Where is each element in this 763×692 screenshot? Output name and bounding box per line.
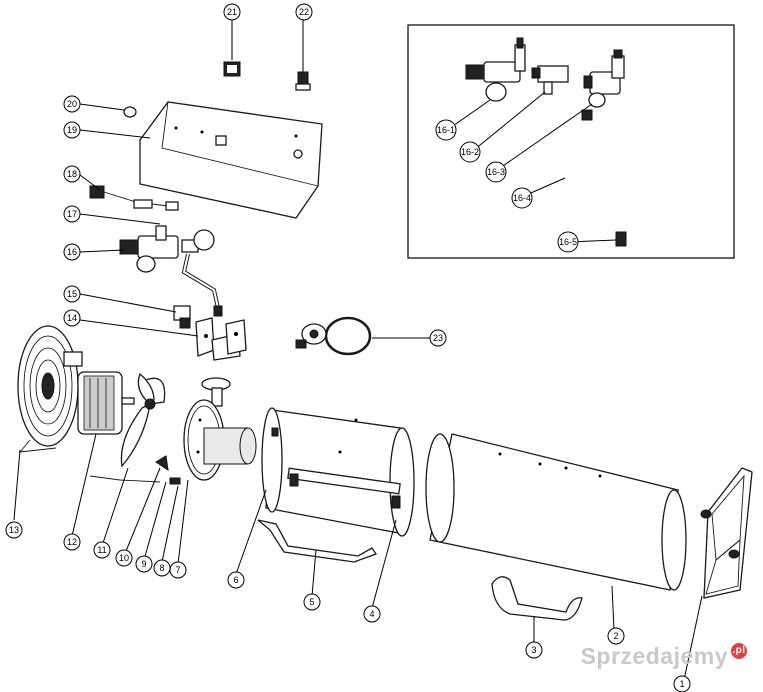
valve-detail-inset bbox=[407, 24, 735, 259]
svg-text:16: 16 bbox=[67, 247, 77, 257]
svg-text:16-4: 16-4 bbox=[513, 193, 531, 203]
svg-text:8: 8 bbox=[159, 563, 164, 573]
callout-10: 10 bbox=[115, 549, 133, 567]
connector-part-16-2 bbox=[531, 65, 569, 95]
svg-text:19: 19 bbox=[67, 125, 77, 135]
svg-text:10: 10 bbox=[119, 553, 129, 563]
handle-part-3 bbox=[491, 576, 583, 621]
svg-text:21: 21 bbox=[227, 7, 237, 17]
svg-text:3: 3 bbox=[531, 645, 536, 655]
callout-13: 13 bbox=[5, 521, 23, 539]
svg-text:4: 4 bbox=[369, 609, 374, 619]
callout-16: 16 bbox=[63, 243, 81, 261]
knob-part-22 bbox=[295, 20, 311, 91]
callout-11: 11 bbox=[93, 541, 111, 559]
fan-blade-part-11 bbox=[120, 372, 166, 468]
motor-part-12 bbox=[77, 371, 135, 435]
svg-text:16-5: 16-5 bbox=[559, 237, 577, 247]
clip-part-10 bbox=[155, 455, 169, 472]
svg-text:16-2: 16-2 bbox=[461, 147, 479, 157]
callout-16-4: 16-4 bbox=[511, 187, 533, 209]
callout-16-3: 16-3 bbox=[485, 161, 507, 183]
callout-16-5: 16-5 bbox=[557, 231, 579, 253]
callout-21: 21 bbox=[223, 3, 241, 21]
svg-text:22: 22 bbox=[299, 7, 309, 17]
gas-tube-16-4 bbox=[557, 109, 622, 233]
watermark: Sprzedajemy.pl bbox=[581, 643, 747, 670]
screw-part-8 bbox=[169, 477, 181, 485]
switch-part-21 bbox=[223, 20, 241, 77]
gas-regulator-part-23 bbox=[295, 316, 372, 356]
wire-part-9 bbox=[89, 475, 161, 483]
callout-16-2: 16-2 bbox=[459, 141, 481, 163]
svg-text:18: 18 bbox=[67, 169, 77, 179]
watermark-text: Sprzedajemy bbox=[580, 643, 728, 669]
inner-cylinder-part-4 bbox=[261, 407, 415, 537]
svg-text:1: 1 bbox=[679, 679, 684, 689]
svg-text:23: 23 bbox=[433, 333, 443, 343]
thermocouple-part-18 bbox=[89, 185, 179, 211]
callout-15: 15 bbox=[63, 285, 81, 303]
burner-part-7 bbox=[183, 377, 257, 481]
callout-12: 12 bbox=[63, 533, 81, 551]
svg-text:16-1: 16-1 bbox=[437, 125, 455, 135]
cap-part-20 bbox=[123, 106, 137, 118]
callout-19: 19 bbox=[63, 121, 81, 139]
valve-part-16-1 bbox=[465, 37, 526, 102]
callout-17: 17 bbox=[63, 205, 81, 223]
fan-guard-part-13 bbox=[17, 325, 83, 453]
bracket-part-15 bbox=[173, 305, 191, 329]
outer-shell-part-2 bbox=[425, 433, 687, 591]
callout-6: 6 bbox=[227, 571, 245, 589]
callout-1: 1 bbox=[673, 675, 691, 692]
stand-part-5 bbox=[257, 519, 377, 563]
svg-text:13: 13 bbox=[9, 525, 19, 535]
svg-text:16-3: 16-3 bbox=[487, 167, 505, 177]
svg-text:17: 17 bbox=[67, 209, 77, 219]
svg-text:7: 7 bbox=[175, 565, 180, 575]
svg-text:20: 20 bbox=[67, 99, 77, 109]
callout-22: 22 bbox=[295, 3, 313, 21]
callout-7: 7 bbox=[169, 561, 187, 579]
svg-text:14: 14 bbox=[67, 313, 77, 323]
motor-mount-part-14 bbox=[195, 317, 247, 361]
callout-20: 20 bbox=[63, 95, 81, 113]
callout-2: 2 bbox=[607, 627, 625, 645]
callout-23: 23 bbox=[429, 329, 447, 347]
rear-guard-part-1 bbox=[700, 467, 753, 599]
control-box-part-19 bbox=[139, 101, 323, 219]
callout-3: 3 bbox=[525, 641, 543, 659]
callout-14: 14 bbox=[63, 309, 81, 327]
valve-assembly-part-16 bbox=[119, 225, 223, 317]
svg-text:9: 9 bbox=[141, 559, 146, 569]
callout-8: 8 bbox=[153, 559, 171, 577]
callout-16-1: 16-1 bbox=[435, 119, 457, 141]
callout-18: 18 bbox=[63, 165, 81, 183]
svg-text:6: 6 bbox=[233, 575, 238, 585]
svg-text:2: 2 bbox=[613, 631, 618, 641]
callout-9: 9 bbox=[135, 555, 153, 573]
callout-5: 5 bbox=[303, 593, 321, 611]
callout-4: 4 bbox=[363, 605, 381, 623]
svg-text:15: 15 bbox=[67, 289, 77, 299]
valve-part-16-3 bbox=[583, 49, 625, 108]
svg-text:5: 5 bbox=[309, 597, 314, 607]
svg-text:12: 12 bbox=[67, 537, 77, 547]
watermark-badge: .pl bbox=[731, 643, 747, 659]
nozzle-16-5 bbox=[615, 231, 627, 247]
svg-text:11: 11 bbox=[97, 545, 106, 555]
